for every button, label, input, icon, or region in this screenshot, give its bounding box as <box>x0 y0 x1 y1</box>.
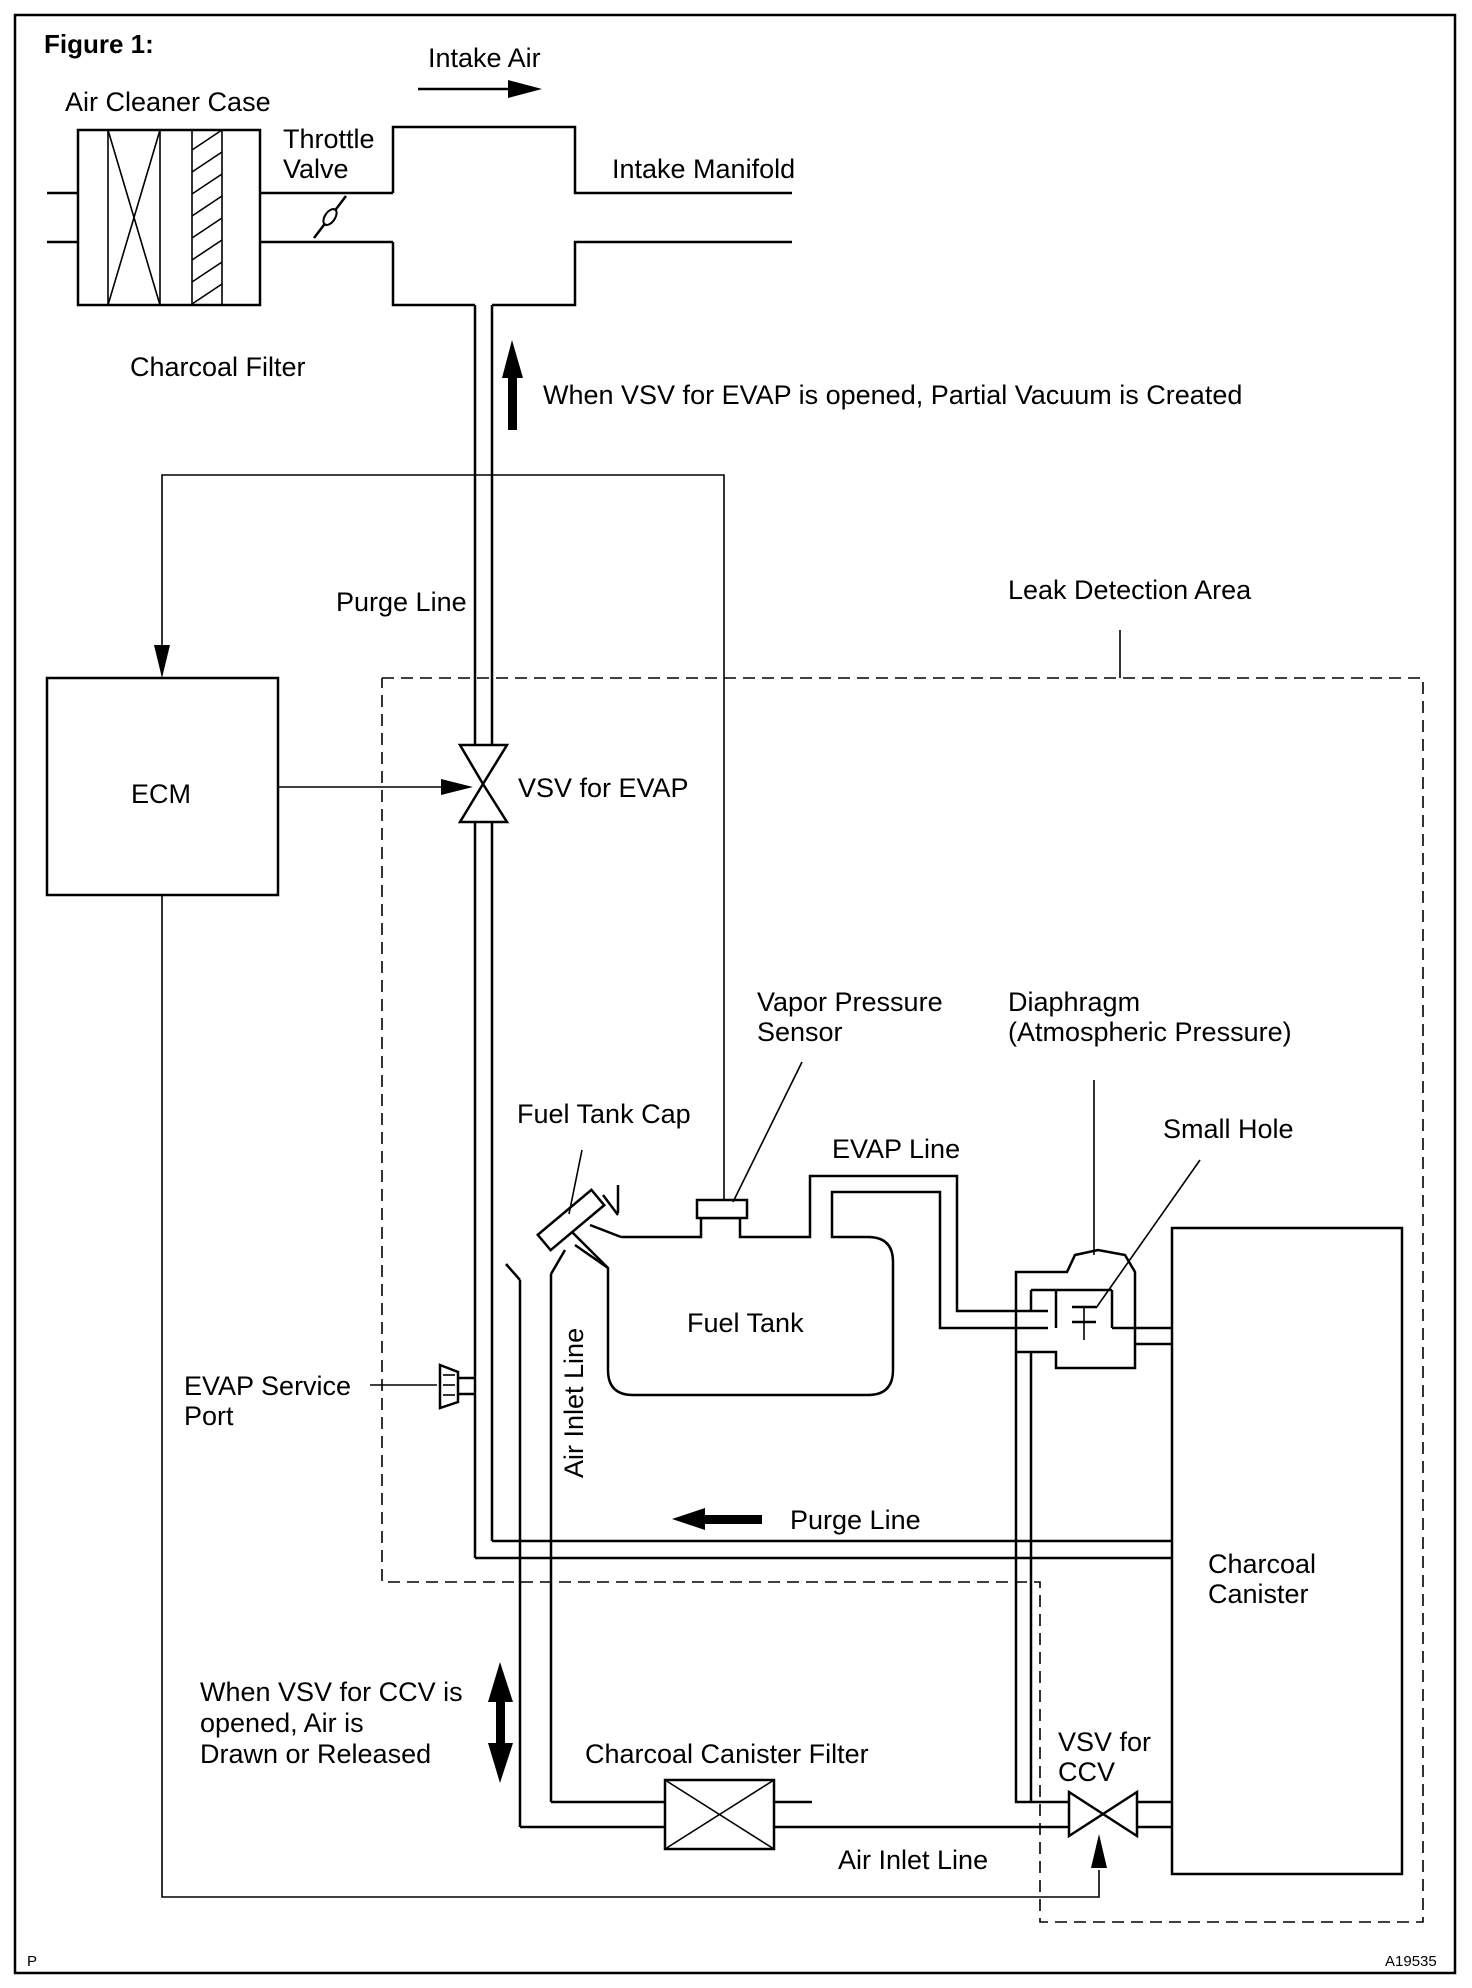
air-cleaner-case <box>76 128 262 307</box>
label-intake-air: Intake Air <box>428 43 541 73</box>
label-diaphragm-line1: Diaphragm <box>1008 987 1140 1017</box>
figure-frame <box>13 13 1457 1975</box>
label-small-hole: Small Hole <box>1163 1114 1294 1144</box>
fuel-tank-cap <box>535 1149 620 1252</box>
vsv-ccv-valve <box>1067 1789 1172 1839</box>
throttle-valve <box>313 195 347 239</box>
charcoal-canister <box>1170 1226 1404 1876</box>
label-corner-right: A19535 <box>1385 1953 1437 1970</box>
label-ecm: ECM <box>131 779 191 809</box>
label-charcoal-canister-line1: Charcoal <box>1208 1549 1316 1579</box>
air-intake-assembly <box>47 80 792 307</box>
label-evap-line: EVAP Line <box>832 1134 960 1164</box>
label-ccv-note-line3: Drawn or Released <box>200 1739 431 1769</box>
signal-wires <box>154 474 1107 1898</box>
purge-line-pipe <box>473 305 1172 1560</box>
label-fuel-tank-cap: Fuel Tank Cap <box>517 1099 691 1129</box>
charcoal-canister-filter <box>663 1778 776 1851</box>
ecm-box <box>45 676 280 897</box>
vacuum-direction-arrow <box>502 340 523 430</box>
evap-service-port <box>370 1363 475 1410</box>
label-charcoal-canister-filter: Charcoal Canister Filter <box>585 1739 869 1769</box>
label-vapor-pressure-sensor-line1: Vapor Pressure <box>757 987 943 1017</box>
label-vsv-for-ccv-line1: VSV for <box>1058 1727 1151 1757</box>
label-air-cleaner-case: Air Cleaner Case <box>65 87 271 117</box>
label-vsv-for-ccv-line2: CCV <box>1058 1757 1115 1787</box>
air-inlet-line-pipe <box>505 1249 1069 1829</box>
label-purge-line-bottom: Purge Line <box>790 1505 921 1535</box>
label-ccv-note-line2: opened, Air is <box>200 1708 364 1738</box>
fuel-tank <box>564 1174 1048 1397</box>
diaphragm-assembly <box>1014 1080 1201 1370</box>
label-vapor-pressure-sensor-line2: Sensor <box>757 1017 843 1047</box>
label-air-inlet-line-bottom: Air Inlet Line <box>838 1845 988 1875</box>
label-air-inlet-line-vertical: Air Inlet Line <box>559 1328 589 1478</box>
label-ccv-note-line1: When VSV for CCV is <box>200 1677 463 1707</box>
label-fuel-tank: Fuel Tank <box>687 1308 804 1338</box>
label-leak-detection-area: Leak Detection Area <box>1008 575 1252 605</box>
label-intake-manifold: Intake Manifold <box>612 154 795 184</box>
label-charcoal-filter: Charcoal Filter <box>130 352 306 382</box>
label-evap-service-port-line2: Port <box>184 1401 234 1431</box>
label-evap-service-port-line1: EVAP Service <box>184 1371 351 1401</box>
label-throttle-valve-line1: Throttle <box>283 124 375 154</box>
charcoal-filter <box>191 129 223 306</box>
label-diaphragm-line2: (Atmospheric Pressure) <box>1008 1017 1292 1047</box>
figure-title: Figure 1: <box>44 29 154 59</box>
vsv-evap-valve <box>457 743 510 824</box>
label-purge-line-top: Purge Line <box>336 587 467 617</box>
label-corner-left: P <box>27 1953 37 1970</box>
canister-vent-pipes <box>1014 1290 1069 1804</box>
ccv-air-direction-arrow <box>488 1662 513 1783</box>
vapor-pressure-sensor <box>695 1061 803 1220</box>
label-vsv-for-evap: VSV for EVAP <box>518 773 689 803</box>
label-throttle-valve-line2: Valve <box>283 154 349 184</box>
label-partial-vacuum-note: When VSV for EVAP is opened, Partial Vac… <box>543 380 1242 410</box>
intake-air-arrow <box>418 80 542 98</box>
leak-detection-area-boundary <box>381 630 1424 1923</box>
purge-flow-arrow <box>672 1508 762 1530</box>
label-charcoal-canister-line2: Canister <box>1208 1579 1309 1609</box>
